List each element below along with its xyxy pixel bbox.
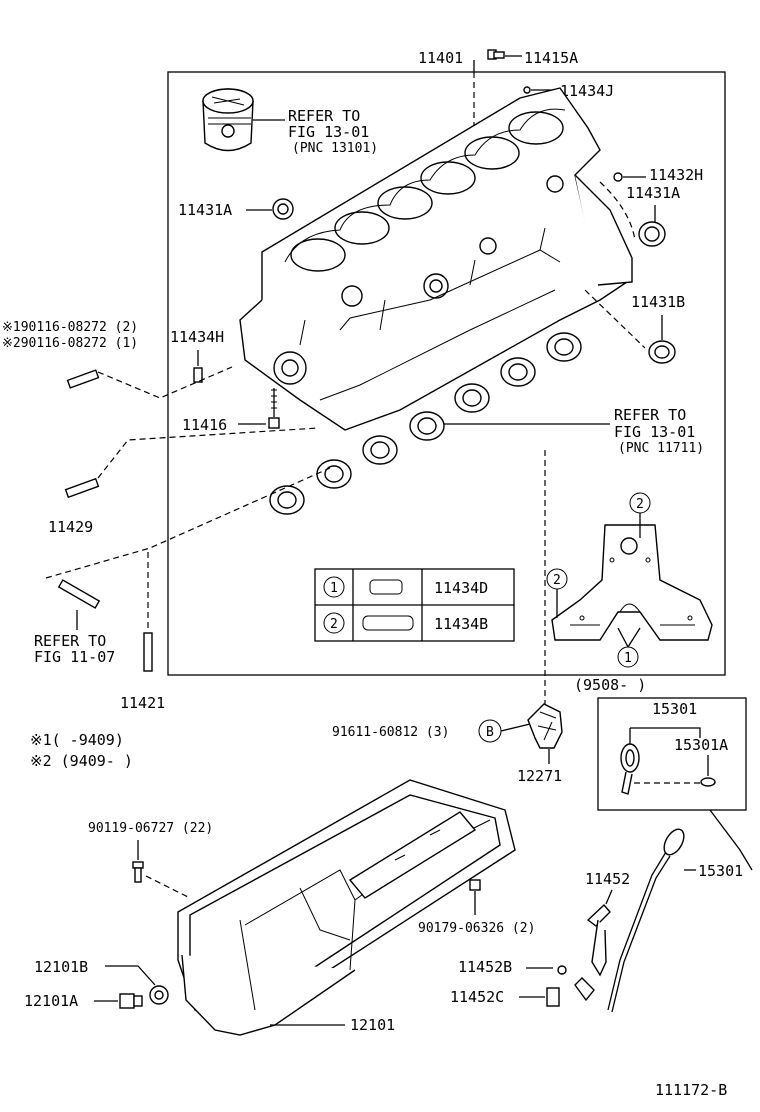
oil-pump-icon [527, 703, 563, 749]
stud-icon [64, 477, 100, 499]
clip-icon [557, 965, 567, 975]
label-12271: 12271 [517, 767, 562, 785]
figure-code: 111172-B [655, 1081, 727, 1099]
bearing-icon [648, 340, 676, 364]
bolt-icon [132, 861, 144, 883]
bolt-icon [268, 388, 280, 429]
label-pump-bolt: 91611-60812 (3) [332, 725, 449, 740]
label-11429: 11429 [48, 518, 93, 536]
label-11452C: 11452C [450, 988, 504, 1006]
nut-icon [469, 879, 481, 891]
dipstick-icon [607, 828, 685, 1013]
label-pan-bolt: 90119-06727 (22) [88, 821, 213, 836]
label-15301-main: 15301 [698, 862, 743, 880]
legend-part-2: 11434B [434, 615, 488, 633]
stud-refer-1: REFER TO [34, 632, 106, 650]
stud-icon [57, 579, 101, 609]
crank-refer-1: REFER TO [614, 406, 686, 424]
label-11401: 11401 [418, 49, 463, 67]
label-pan-nut: 90179-06326 (2) [418, 921, 535, 936]
grommet-icon [546, 987, 560, 1007]
piston-refer-1: REFER TO [288, 107, 360, 125]
label-12101A: 12101A [24, 992, 78, 1010]
legend-table: 1 11434D 2 11434B [314, 568, 515, 642]
label-11431A-right: 11431A [626, 184, 680, 202]
piston-refer-3: (PNC 13101) [292, 141, 378, 156]
o-ring-icon [700, 777, 716, 787]
bearing-cap-plate-icon [551, 524, 713, 641]
oil-pan-icon [177, 779, 516, 1036]
marker-2-top-label: 2 [636, 497, 644, 512]
label-11421: 11421 [120, 694, 165, 712]
gasket-washer-icon [149, 985, 169, 1005]
stud-refer-2: FIG 11-07 [34, 648, 115, 666]
label-11452B: 11452B [458, 958, 512, 976]
short-gasket-icon [369, 579, 403, 595]
piston-icon [202, 88, 254, 152]
crank-refer-2: FIG 13-01 [614, 423, 695, 441]
label-12101: 12101 [350, 1016, 395, 1034]
label-11434J: 11434J [560, 82, 614, 100]
main-bearing-set-icon [269, 332, 582, 515]
legend-part-1: 11434D [434, 579, 488, 597]
crank-refer-3: (PNC 11711) [618, 441, 704, 456]
label-11452: 11452 [585, 870, 630, 888]
cylinder-block-icon [239, 87, 633, 431]
plug-icon [523, 86, 531, 94]
marker-2-left-label: 2 [553, 573, 561, 588]
label-12101B: 12101B [34, 958, 88, 976]
dipstick-guide-icon [586, 903, 611, 977]
footnote-1: ※1( -9409) [30, 731, 124, 749]
stud-note-2: ※290116-08272 (1) [2, 336, 138, 351]
long-gasket-icon [362, 615, 414, 631]
bolt-icon [487, 49, 505, 60]
label-11416: 11416 [182, 416, 227, 434]
stud-icon [66, 369, 100, 389]
label-11415A: 11415A [524, 49, 578, 67]
marker-1-bottom-label: 1 [624, 651, 632, 666]
stud-icon [143, 632, 153, 672]
bolt-icon [613, 172, 623, 182]
dipstick-detail-box [597, 697, 747, 811]
label-11431A-left: 11431A [178, 201, 232, 219]
thrust-bearing-icon [638, 221, 666, 247]
label-11432H: 11432H [649, 166, 703, 184]
stud-note-1: ※190116-08272 (2) [2, 320, 138, 335]
piston-refer-2: FIG 13-01 [288, 123, 369, 141]
block-frame [167, 71, 726, 676]
bearing-icon [272, 198, 294, 220]
dipstick-handle-icon [620, 743, 640, 795]
dowel-pin-icon [193, 367, 203, 383]
legend-num-2: 2 [330, 617, 338, 632]
label-15301A: 15301A [674, 736, 728, 754]
label-15301-box: 15301 [652, 700, 697, 718]
circle-b-label: B [486, 725, 494, 740]
label-11431B: 11431B [631, 293, 685, 311]
date-range: (9508- ) [574, 676, 646, 694]
legend-num-1: 1 [330, 581, 338, 596]
label-11434H: 11434H [170, 328, 224, 346]
drain-plug-icon [119, 993, 143, 1009]
footnote-2: ※2 (9409- ) [30, 752, 133, 770]
